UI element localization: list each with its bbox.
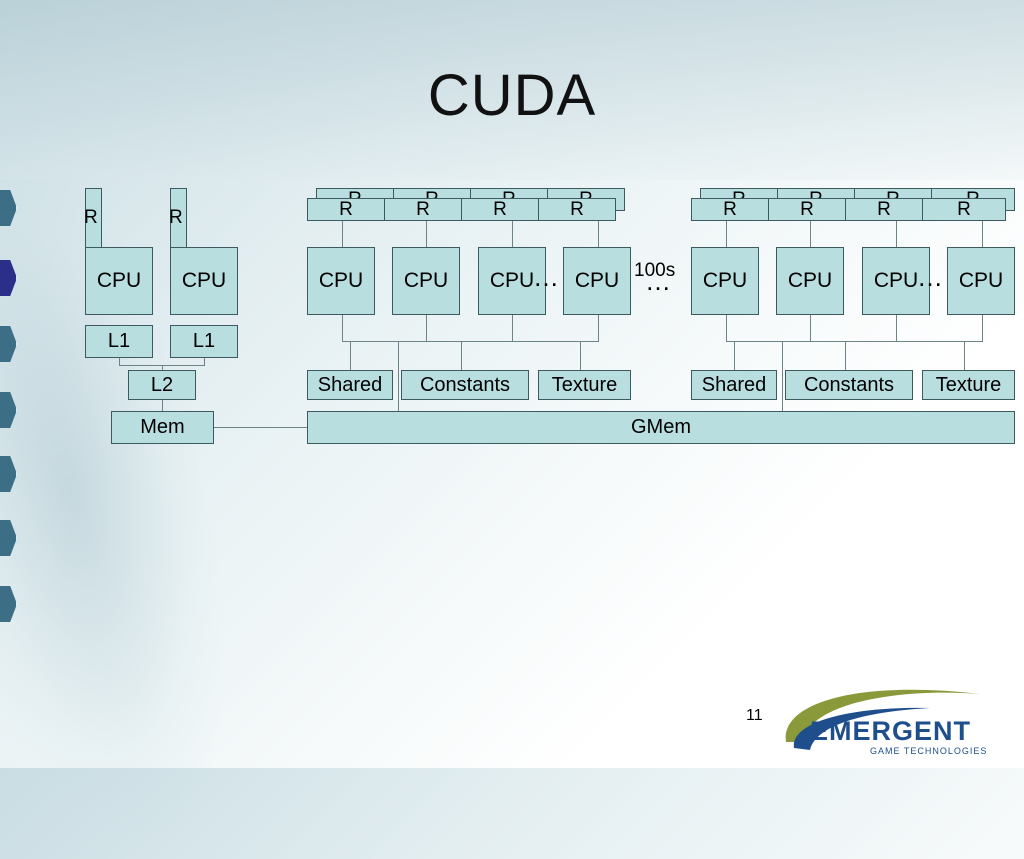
constant-memory: Constants	[401, 370, 529, 400]
logo-wordmark: EMERGENT	[810, 716, 971, 746]
gpu-core: CPU	[862, 247, 930, 315]
register: R	[384, 198, 462, 221]
cpu-box: CPU	[170, 247, 238, 315]
cpu-box: CPU	[85, 247, 153, 315]
slide-title: CUDA	[427, 63, 597, 128]
connector-line	[782, 341, 783, 411]
nav-tab-6[interactable]	[0, 520, 17, 556]
connector-line	[580, 341, 581, 370]
connector-line	[512, 315, 513, 341]
connector-line	[598, 315, 599, 341]
connector-line	[982, 221, 983, 247]
nav-tab-4[interactable]	[0, 392, 17, 428]
connector-line	[598, 221, 599, 247]
background-swoosh	[0, 120, 270, 859]
nav-tab-2-active[interactable]	[0, 260, 17, 296]
gpu-core: CPU	[947, 247, 1015, 315]
connector-line	[398, 341, 399, 411]
connector-line	[896, 221, 897, 247]
global-memory: GMem	[307, 411, 1015, 444]
connector-line	[342, 315, 343, 341]
connector-line	[119, 358, 120, 366]
cpu-register: R	[169, 188, 187, 248]
register: R	[461, 198, 539, 221]
register: R	[845, 198, 923, 221]
gpu-core: CPU	[392, 247, 460, 315]
register: R	[768, 198, 846, 221]
connector-line	[342, 341, 599, 342]
connector-line	[512, 221, 513, 247]
connector-line	[350, 341, 351, 370]
connector-line	[964, 341, 965, 370]
ellipsis: …	[917, 262, 945, 292]
emergent-logo: EMERGENT GAME TECHNOLOGIES	[780, 682, 1020, 766]
shared-memory: Shared	[691, 370, 777, 400]
logo-swoosh-icon: EMERGENT GAME TECHNOLOGIES	[785, 689, 987, 756]
gpu-core: CPU	[691, 247, 759, 315]
connector-line	[426, 315, 427, 341]
connector-line	[461, 341, 462, 370]
ellipsis: …	[533, 262, 561, 292]
cpu-register: R	[84, 188, 102, 248]
texture-memory: Texture	[922, 370, 1015, 400]
l1-cache: L1	[170, 325, 238, 358]
connector-line	[426, 221, 427, 247]
connector-line	[726, 315, 727, 341]
connector-line	[896, 315, 897, 341]
connector-line	[726, 341, 983, 342]
connector-line	[810, 315, 811, 341]
shared-memory: Shared	[307, 370, 393, 400]
page-number: 11	[746, 707, 763, 724]
gpu-core: CPU	[776, 247, 844, 315]
connector-line	[162, 365, 163, 370]
connector-line	[734, 341, 735, 370]
connector-line	[726, 221, 727, 247]
register: R	[307, 198, 385, 221]
ellipsis: …	[645, 266, 673, 296]
nav-tab-5[interactable]	[0, 456, 17, 492]
connector-line	[342, 221, 343, 247]
constant-memory: Constants	[785, 370, 913, 400]
background-top	[0, 0, 1024, 180]
register: R	[538, 198, 616, 221]
gpu-core: CPU	[478, 247, 546, 315]
nav-tab-3[interactable]	[0, 326, 17, 362]
l2-cache: L2	[128, 370, 196, 400]
l1-cache: L1	[85, 325, 153, 358]
connector-line	[204, 358, 205, 366]
texture-memory: Texture	[538, 370, 631, 400]
multiplier-label: 100s	[634, 260, 676, 281]
gpu-core: CPU	[563, 247, 631, 315]
register: R	[922, 198, 1006, 221]
connector-line	[162, 400, 163, 411]
logo-tagline: GAME TECHNOLOGIES	[870, 746, 987, 756]
connector-line	[982, 315, 983, 341]
register: R	[691, 198, 769, 221]
mem-box: Mem	[111, 411, 214, 444]
connector-line	[845, 341, 846, 370]
nav-tab-7[interactable]	[0, 586, 17, 622]
connector-line	[214, 427, 308, 428]
nav-tab-1[interactable]	[0, 190, 17, 226]
connector-line	[810, 221, 811, 247]
gpu-core: CPU	[307, 247, 375, 315]
